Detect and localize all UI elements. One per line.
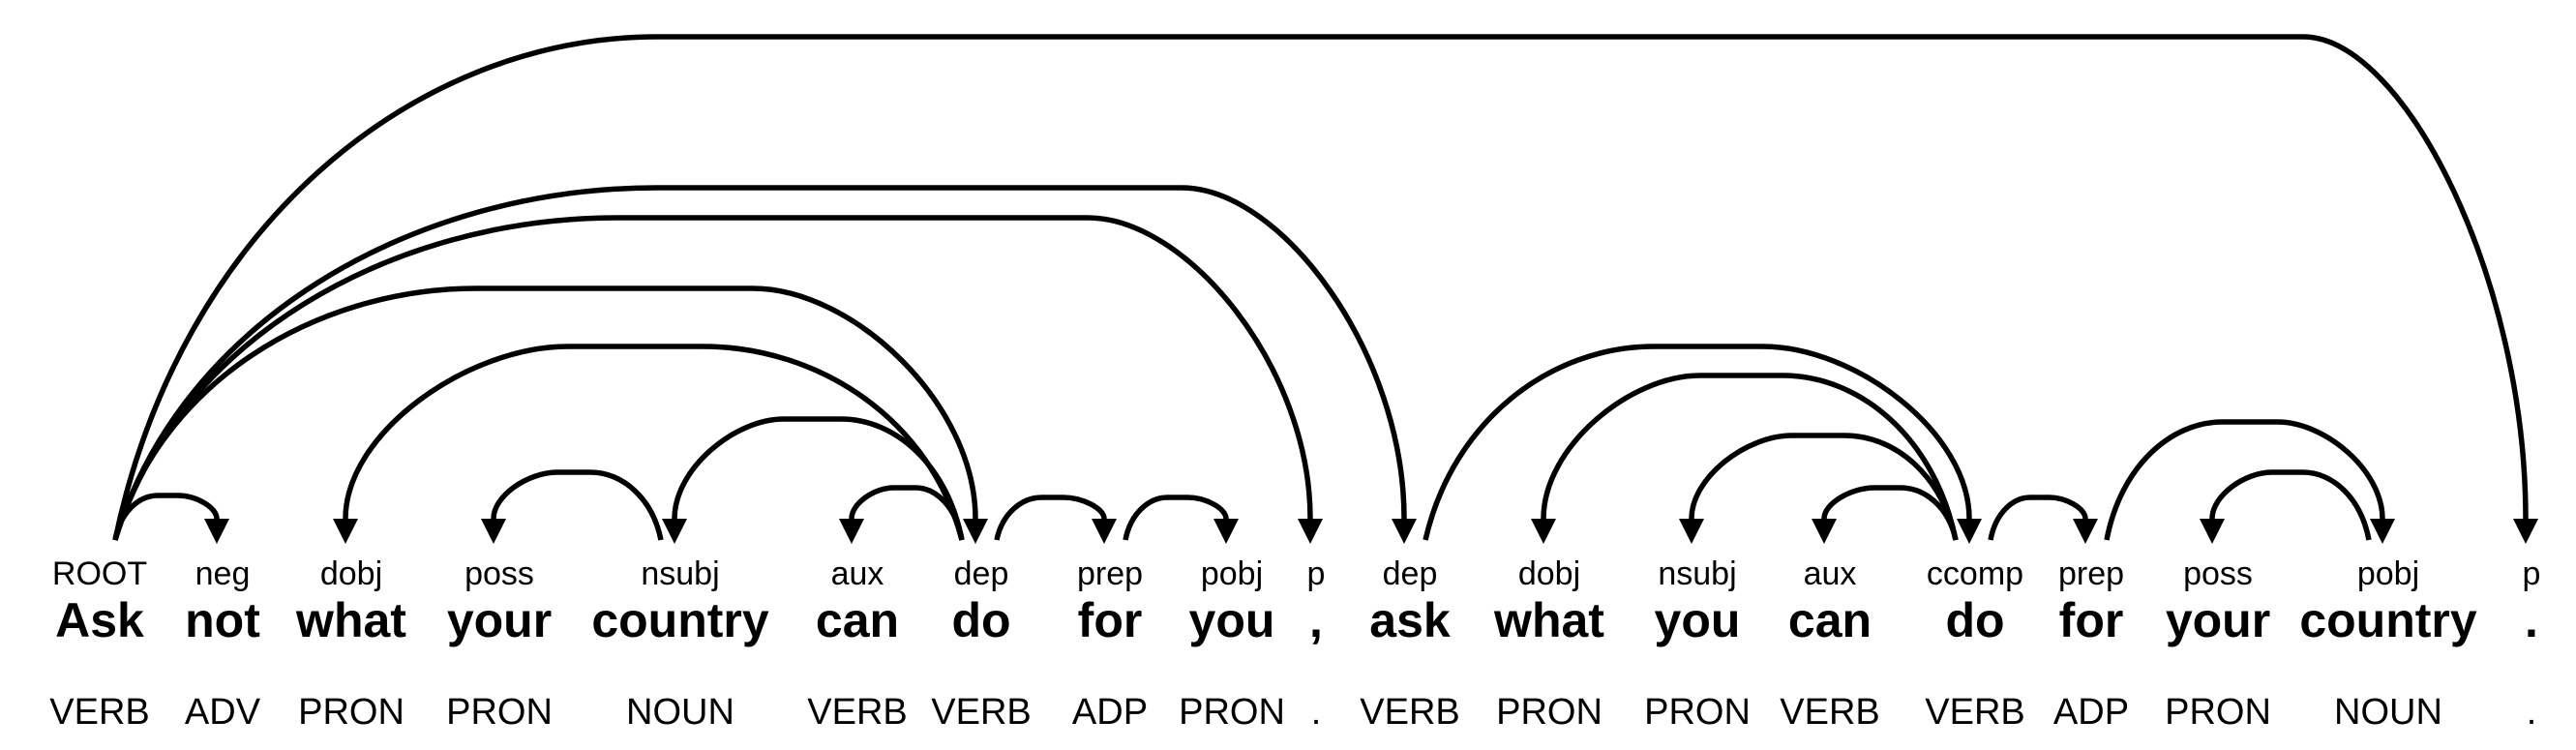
pos-tag-18: .	[2527, 692, 2537, 733]
arrow-head-icon	[1812, 519, 1837, 544]
dependency-arc-aux-5	[849, 485, 965, 541]
pos-tag-15: ADP	[2053, 692, 2129, 733]
dep-label-16: poss	[2183, 555, 2253, 592]
dependency-arc-poss-16	[2209, 469, 2372, 541]
dependency-arc-nsubj-12	[1689, 433, 1959, 541]
word-7: for	[1078, 593, 1143, 647]
arrow-head-icon	[2370, 519, 2395, 544]
dep-label-5: aux	[831, 555, 884, 592]
word-10: ask	[1369, 593, 1451, 647]
dependency-arc-ccomp-14	[1423, 344, 1972, 541]
dependency-arc-dobj-2	[343, 344, 965, 541]
pos-tag-2: PRON	[298, 692, 404, 733]
pos-tag-6: VERB	[931, 692, 1031, 733]
dep-label-2: dobj	[320, 555, 382, 592]
word-13: can	[1788, 593, 1872, 647]
dep-label-0: ROOT	[52, 555, 147, 592]
dep-label-17: pobj	[2357, 555, 2419, 592]
pos-tag-7: ADP	[1072, 692, 1148, 733]
word-1: not	[185, 593, 260, 647]
word-15: for	[2059, 593, 2124, 647]
pos-tag-4: NOUN	[626, 692, 734, 733]
pos-tag-1: ADV	[185, 692, 261, 733]
arrow-head-icon	[1298, 519, 1323, 544]
dependency-arc-p-9	[112, 215, 1313, 541]
dependency-arc-aux-13	[1821, 485, 1959, 541]
dependency-arc-dep-10	[112, 185, 1407, 541]
word-6: do	[951, 593, 1010, 647]
dep-label-3: poss	[464, 555, 534, 592]
arrow-head-icon	[2200, 519, 2225, 544]
word-12: you	[1655, 593, 1741, 647]
dependency-arc-poss-3	[491, 469, 664, 541]
word-3: your	[447, 593, 552, 647]
dep-label-14: ccomp	[1927, 555, 2023, 592]
dep-label-12: nsubj	[1658, 555, 1736, 592]
dependency-arc-dep-6	[112, 285, 978, 541]
arrow-head-icon	[662, 519, 687, 544]
pos-tag-11: PRON	[1496, 692, 1603, 733]
dependency-arc-prep-7	[994, 495, 1107, 541]
word-14: do	[1945, 593, 2004, 647]
dep-label-18: p	[2523, 555, 2541, 592]
arrow-head-icon	[333, 519, 358, 544]
word-16: your	[2166, 593, 2270, 647]
word-9: ,	[1309, 593, 1323, 647]
word-11: what	[1493, 593, 1604, 647]
word-18: .	[2525, 593, 2538, 647]
arrow-head-icon	[839, 519, 864, 544]
dep-label-1: neg	[195, 555, 251, 592]
pos-tag-10: VERB	[1360, 692, 1459, 733]
dep-label-9: p	[1307, 555, 1326, 592]
pos-tag-14: VERB	[1925, 692, 2024, 733]
pos-tag-12: PRON	[1644, 692, 1751, 733]
pos-tag-17: NOUN	[2334, 692, 2442, 733]
dep-label-7: prep	[1077, 555, 1143, 592]
word-4: country	[591, 593, 769, 647]
arrow-head-icon	[481, 519, 506, 544]
arrow-head-icon	[204, 519, 229, 544]
dependency-arc-p-18	[112, 34, 2529, 541]
dep-label-15: prep	[2058, 555, 2124, 592]
arrow-head-icon	[1679, 519, 1704, 544]
pos-tag-9: .	[1311, 692, 1322, 733]
dependency-arc-nsubj-4	[672, 416, 965, 541]
pos-tag-8: PRON	[1179, 692, 1285, 733]
arrow-head-icon	[1957, 519, 1982, 544]
arrow-head-icon	[1092, 519, 1117, 544]
pos-tag-16: PRON	[2165, 692, 2271, 733]
word-5: can	[816, 593, 899, 647]
dep-label-11: dobj	[1518, 555, 1580, 592]
pos-tag-3: PRON	[446, 692, 553, 733]
pos-tag-0: VERB	[49, 692, 149, 733]
pos-tag-13: VERB	[1780, 692, 1879, 733]
arrow-head-icon	[963, 519, 988, 544]
word-8: you	[1189, 593, 1275, 647]
arrow-head-icon	[1531, 519, 1556, 544]
arrow-head-icon	[2073, 519, 2098, 544]
pos-tag-5: VERB	[807, 692, 907, 733]
dependency-arc-pobj-8	[1123, 495, 1229, 541]
word-17: country	[2299, 593, 2477, 647]
word-2: what	[295, 593, 406, 647]
dep-label-13: aux	[1804, 555, 1857, 592]
dependency-arc-dobj-11	[1541, 373, 1959, 541]
arrow-head-icon	[2513, 519, 2538, 544]
dependency-arc-pobj-17	[2104, 419, 2385, 541]
arrow-head-icon	[1213, 519, 1239, 544]
dep-label-8: pobj	[1201, 555, 1263, 592]
dep-label-10: dep	[1383, 555, 1438, 592]
word-0: Ask	[55, 593, 144, 647]
dep-label-6: dep	[954, 555, 1009, 592]
dependency-arc-prep-15	[1988, 495, 2088, 541]
dep-label-4: nsubj	[641, 555, 719, 592]
arrow-head-icon	[1392, 519, 1417, 544]
